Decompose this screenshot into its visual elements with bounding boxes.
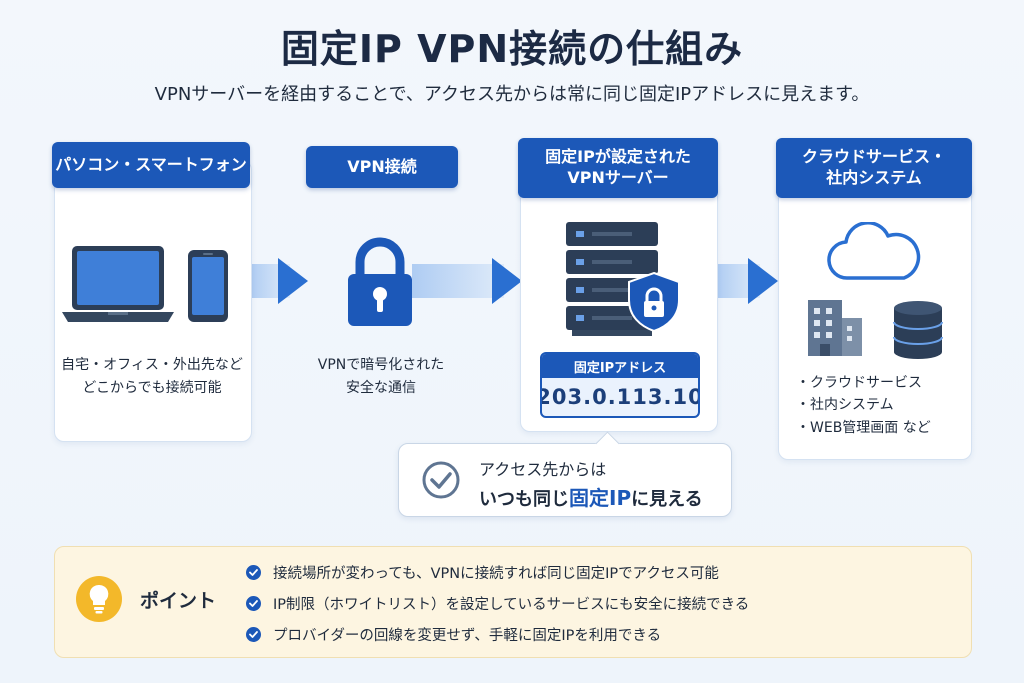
laptop-icon [62,246,174,322]
point-item: プロバイダーの回線を変更せず、手軽に固定IPを利用できる [246,624,661,645]
point-item: IP制限（ホワイトリスト）を設定しているサービスにも安全に接続できる [246,593,749,614]
page-title: 固定IP VPN接続の仕組み [280,27,744,71]
arrow-right-icon [748,258,778,304]
fixed-ip-value: 203.0.113.10 [540,385,700,409]
server-header-line1: 固定IPが設定された [545,147,691,167]
vpn-header-label: VPN接続 [347,156,417,176]
callout-line2: いつも同じ固定IPに見える [479,482,703,511]
point-title: ポイント [140,590,217,612]
devices-header: パソコン・スマートフォン [52,142,250,188]
point-item-text: 接続場所が変わっても、VPNに接続すれば同じ固定IPでアクセス可能 [273,566,719,582]
devices-header-label: パソコン・スマートフォン [55,154,247,174]
database-icon [893,301,943,359]
lightbulb-icon [76,576,122,622]
cloud-header-line2: 社内システム [826,168,922,187]
devices-desc-line1: 自宅・オフィス・外出先など [61,357,243,373]
devices-desc-line2: どこからでも接続可能 [82,380,222,397]
server-header-line2: VPNサーバー [567,168,669,187]
vpn-header: VPN接続 [306,146,458,188]
callout-line2-suffix: に見える [631,489,703,510]
arrow-right-icon [278,258,308,304]
fixed-ip-box: 固定IPアドレス 203.0.113.10 [540,352,700,418]
point-item-text: プロバイダーの回線を変更せず、手軽に固定IPを利用できる [273,628,662,644]
point-item: 接続場所が変わっても、VPNに接続すれば同じ固定IPでアクセス可能 [246,562,719,583]
cloud-header-line1: クラウドサービス・ [801,147,946,167]
check-icon [246,565,261,580]
devices-description: 自宅・オフィス・外出先など どこからでも接続可能 [54,354,250,400]
cloud-icon [827,222,921,280]
vpn-desc-line2: 安全な通信 [346,380,416,397]
cloud-list-item: ・社内システム [796,397,894,414]
callout-line1: アクセス先からは [479,460,607,479]
check-circle-icon [422,461,460,499]
vpn-desc-line1: VPNで暗号化された [317,357,445,373]
callout-highlight: 固定IP [569,486,632,510]
server-header: 固定IPが設定された VPNサーバー [518,138,718,198]
page-subtitle: VPNサーバーを経由することで、アクセス先からは常に同じ固定IPアドレスに見えま… [154,84,870,105]
cloud-list-item: ・WEB管理画面 など [796,419,931,436]
callout-line2-prefix: いつも同じ [479,489,569,510]
arrow-right-icon [492,258,522,304]
cloud-header: クラウドサービス・ 社内システム [776,138,972,198]
callout-tail [595,431,620,456]
fixed-ip-label: 固定IPアドレス [542,354,698,378]
point-item-text: IP制限（ホワイトリスト）を設定しているサービスにも安全に接続できる [273,597,750,613]
point-box [54,546,972,658]
cloud-list-item: ・クラウドサービス [796,375,922,391]
fixed-ip-callout: アクセス先からは いつも同じ固定IPに見える [398,431,732,517]
shield-lock-icon [628,272,680,332]
vpn-description: VPNで暗号化された 安全な通信 [298,354,464,400]
check-icon [246,627,261,642]
flow-band-2 [412,264,504,298]
lock-icon [348,237,412,326]
building-icon [808,300,862,356]
cloud-target-list: ・クラウドサービス ・社内システム ・WEB管理画面 など [796,372,931,439]
check-icon [246,596,261,611]
smartphone-icon [188,250,228,322]
